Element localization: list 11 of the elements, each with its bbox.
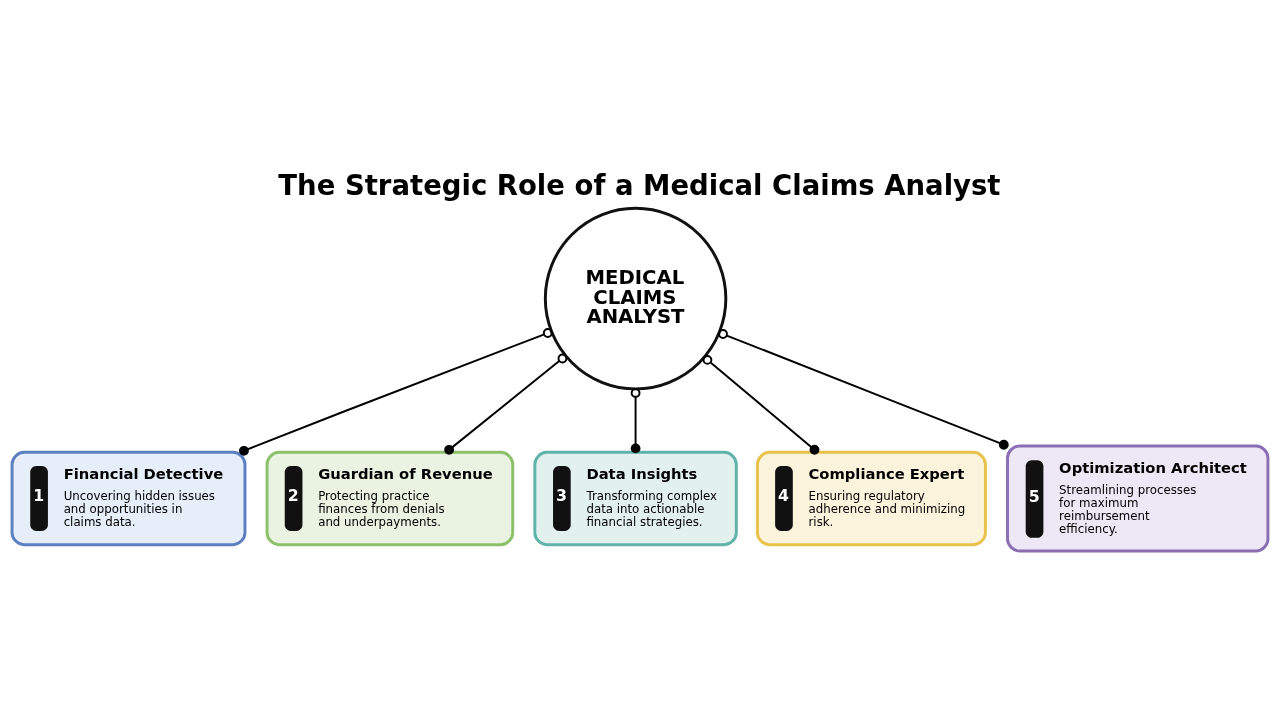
connector — [630, 387, 641, 453]
node-box: 4 Compliance Expert Ensuring regulatory adherence and minimizing risk. — [755, 450, 987, 546]
connector — [702, 354, 820, 455]
diagram-title: The Strategic Role of a Medical Claims Analyst — [278, 168, 1001, 201]
node-box: 3 Data Insights Transforming complex data into actionable financial strategies. — [533, 450, 738, 546]
connector — [718, 328, 1009, 450]
node-box: 2 Guardian of Revenue Protecting practice finances from denials and underpayments. — [265, 450, 515, 546]
node-box: 1 Financial Detective Uncovering hidden issues and opportunities in claims data. — [10, 450, 247, 546]
node-box: 5 Optimization Architect Streamlining processes for maximum reimbursement efficiency. — [1006, 443, 1270, 553]
connector — [239, 327, 553, 456]
connector — [444, 353, 568, 455]
